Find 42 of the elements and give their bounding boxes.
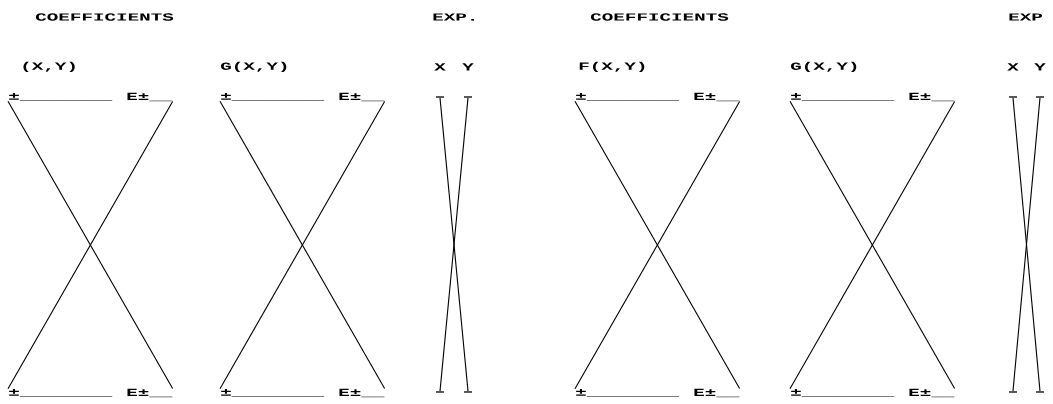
crossed-lines <box>7 100 174 390</box>
column-label: F(X,Y) <box>579 61 645 73</box>
exponent-field: E±__ <box>127 92 173 102</box>
crossed-lines <box>219 100 386 390</box>
bar-mark <box>1036 96 1044 98</box>
column-label: Y <box>462 63 474 71</box>
bar-mark <box>464 391 472 393</box>
bar-mark <box>1009 391 1017 393</box>
field-template: ±________ <box>576 93 680 101</box>
heading: EXP <box>1009 13 1042 21</box>
heading: COEFFICIENTS <box>35 13 174 21</box>
heading: EXP. <box>433 13 474 21</box>
exponent-field: E±__ <box>694 92 740 102</box>
column-label: (X,Y) <box>23 61 75 73</box>
exponent-field: E±__ <box>339 92 385 102</box>
field-template: ±________ <box>9 389 113 397</box>
bar-mark <box>1036 391 1044 393</box>
bar-mark <box>436 391 444 393</box>
bar-mark <box>464 96 472 98</box>
exponent-field: E±__ <box>127 388 173 398</box>
column-label: G(X,Y) <box>790 61 857 73</box>
bar-mark <box>436 96 444 98</box>
exponent-field: E±__ <box>694 388 740 398</box>
column-label: X <box>1007 63 1019 71</box>
exponent-field: E±__ <box>909 388 955 398</box>
field-template: ±________ <box>576 389 680 397</box>
column-label: X <box>434 63 446 71</box>
crossed-lines <box>439 97 469 392</box>
field-template: ±________ <box>791 389 895 397</box>
crossed-lines <box>574 100 741 390</box>
field-template: ±________ <box>221 93 325 101</box>
field-template: ±________ <box>9 93 113 101</box>
crossed-lines <box>1012 97 1041 392</box>
column-label: Y <box>1034 63 1046 71</box>
field-template: ±________ <box>221 389 325 397</box>
column-label: G(X,Y) <box>220 61 287 73</box>
field-template: ±________ <box>791 93 895 101</box>
exponent-field: E±__ <box>339 388 385 398</box>
bar-mark <box>1009 96 1017 98</box>
exponent-field: E±__ <box>909 92 955 102</box>
crossed-lines <box>789 100 956 390</box>
heading: COEFFICIENTS <box>590 13 729 21</box>
